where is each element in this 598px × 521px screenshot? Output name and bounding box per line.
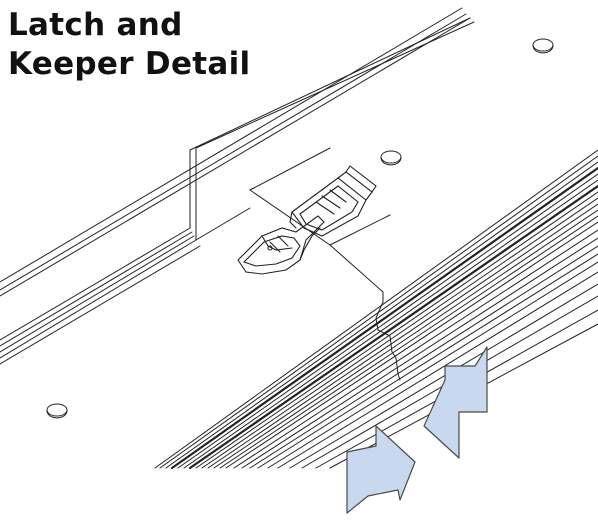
drawing-title: Latch and Keeper Detail bbox=[8, 6, 250, 84]
upper-rail bbox=[0, 7, 475, 365]
title-line-1: Latch and bbox=[8, 7, 183, 43]
title-line-2: Keeper Detail bbox=[8, 46, 251, 82]
latch-cutout bbox=[249, 147, 391, 293]
lower-rail bbox=[154, 149, 598, 470]
arrow-left-down-icon bbox=[423, 346, 488, 459]
latch-icon bbox=[237, 215, 325, 275]
fastener-icon bbox=[46, 38, 554, 419]
arrow-right-up-icon bbox=[346, 425, 416, 514]
keeper-icon bbox=[289, 165, 377, 237]
